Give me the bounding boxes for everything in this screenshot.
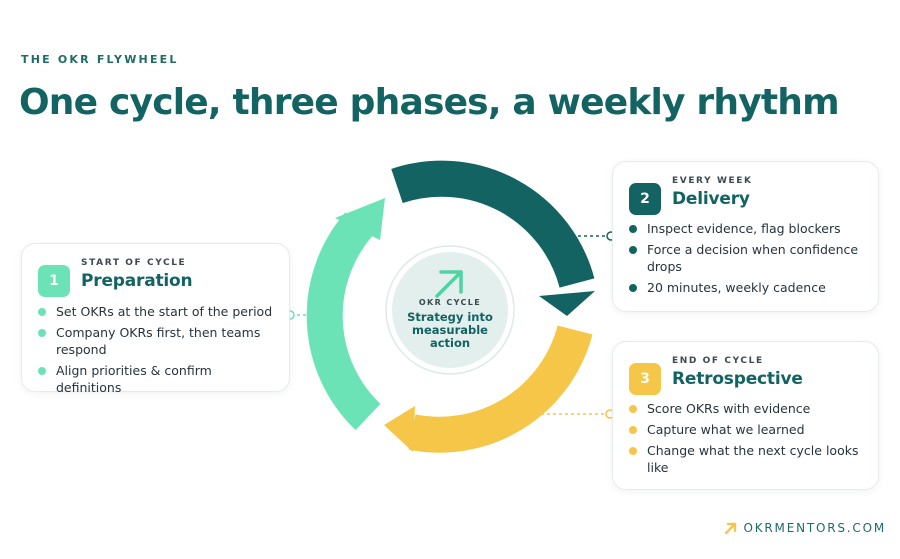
phase-card-delivery: 2 EVERY WEEK Delivery Inspect evidence, …	[612, 161, 879, 312]
phase-title: Delivery	[672, 189, 750, 209]
delivery-arrowhead	[539, 291, 595, 316]
phase-number-badge: 2	[629, 183, 661, 215]
center-title: Strategy into measurable action	[407, 310, 493, 350]
arrow-up-right-icon	[724, 522, 736, 535]
list-item: Set OKRs at the start of the period	[38, 303, 279, 320]
bullet-dot	[38, 329, 46, 337]
bullet-dot	[629, 246, 637, 254]
phase-number-badge: 1	[38, 265, 70, 297]
page-title: One cycle, three phases, a weekly rhythm	[19, 82, 840, 123]
list-item: 20 minutes, weekly cadence	[629, 279, 868, 296]
bullet-dot	[629, 225, 637, 233]
list-item: Capture what we learned	[629, 421, 868, 438]
phase-number-badge: 3	[629, 363, 661, 395]
center-disc	[392, 252, 508, 368]
bullet-dot	[38, 367, 46, 375]
preparation-arc	[306, 212, 381, 431]
bullet-list: Set OKRs at the start of the period Comp…	[38, 303, 279, 400]
phase-kicker: END OF CYCLE	[672, 356, 764, 366]
phase-card-retrospective: 3 END OF CYCLE Retrospective Score OKRs …	[612, 341, 879, 490]
bullet-list: Inspect evidence, flag blockers Force a …	[629, 220, 868, 300]
bullet-dot	[629, 405, 637, 413]
phase-card-preparation: 1 START OF CYCLE Preparation Set OKRs at…	[21, 243, 290, 395]
phase-title: Retrospective	[672, 369, 803, 389]
center-kicker: OKR CYCLE	[418, 298, 482, 307]
preparation-arrowhead	[335, 198, 385, 240]
bullet-dot	[629, 447, 637, 455]
arrow-up-right-icon	[435, 270, 463, 298]
list-item: Company OKRs first, then teams respond	[38, 324, 279, 358]
list-item: Score OKRs with evidence	[629, 400, 868, 417]
delivery-arc	[391, 160, 595, 288]
list-item: Change what the next cycle looks like	[629, 442, 868, 476]
bullet-dot	[38, 308, 46, 316]
phase-kicker: EVERY WEEK	[672, 176, 753, 186]
retrospective-arc	[408, 325, 593, 453]
retrospective-arrowhead	[384, 406, 415, 452]
phase-title: Preparation	[81, 271, 193, 291]
phase-kicker: START OF CYCLE	[81, 258, 187, 268]
list-item: Force a decision when confidence drops	[629, 241, 868, 275]
eyebrow: THE OKR FLYWHEEL	[21, 53, 179, 66]
bullet-dot	[629, 284, 637, 292]
footer-brand[interactable]: OKRMENTORS.COM	[724, 521, 887, 535]
bullet-dot	[629, 426, 637, 434]
center-label: OKR CYCLE Strategy into measurable actio…	[392, 298, 508, 350]
list-item: Inspect evidence, flag blockers	[629, 220, 868, 237]
list-item: Align priorities & confirm definitions	[38, 362, 279, 396]
bullet-list: Score OKRs with evidence Capture what we…	[629, 400, 868, 480]
brand-name[interactable]: OKRMENTORS.COM	[743, 521, 886, 535]
